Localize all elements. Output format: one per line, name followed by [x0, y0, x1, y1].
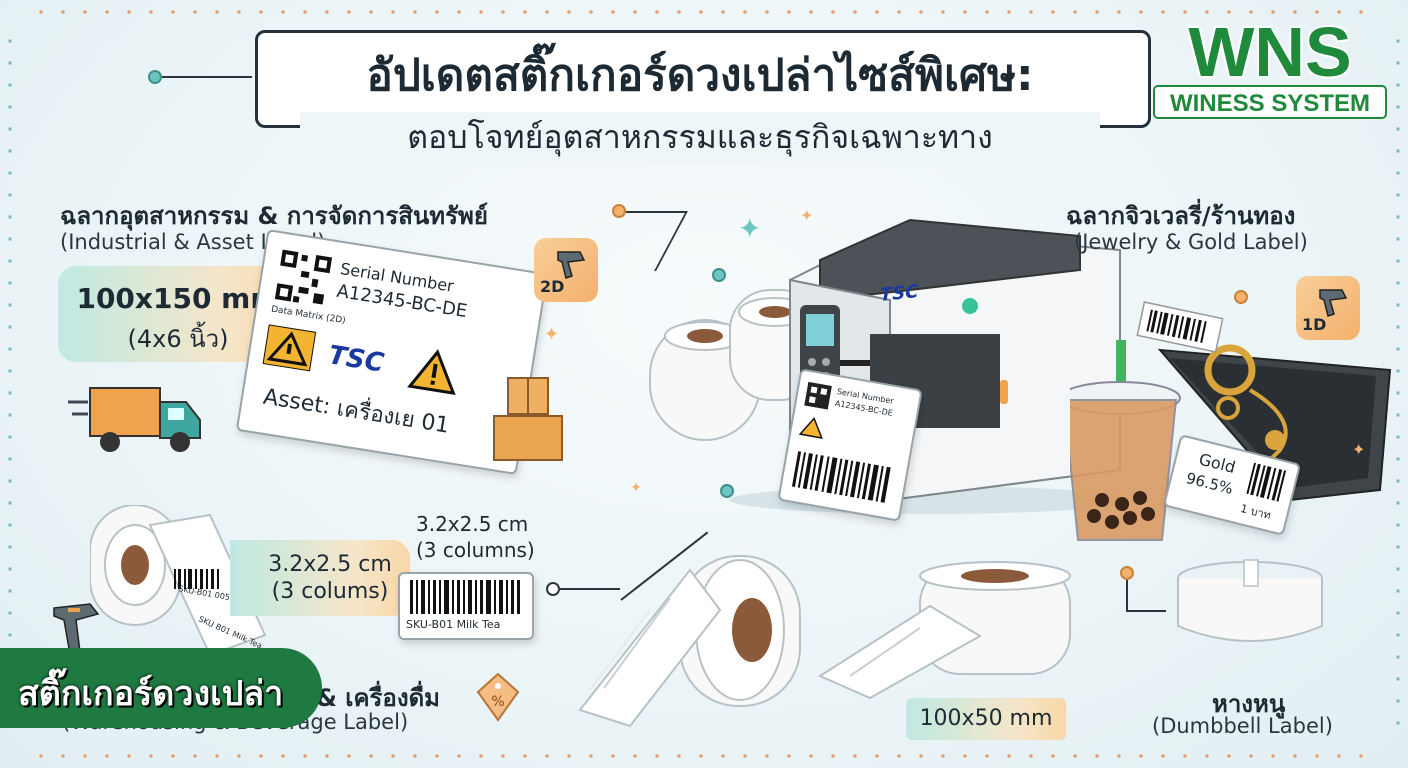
badge-2d-label: 2D: [540, 277, 565, 296]
printer-brand: TSC: [880, 280, 919, 307]
badge-1d: 1D: [1296, 276, 1360, 340]
callout-size-alt: (3 columns): [416, 538, 535, 562]
warehouse-title-th: & เครื่องดื่ม: [316, 684, 440, 712]
jewelry-title-en: (Jewelry & Gold Label): [1074, 230, 1308, 254]
dumbbell-title-en: (Dumbbell Label): [1152, 714, 1333, 738]
warehouse-size-pill: 3.2x2.5 cm (3 colums): [230, 540, 410, 616]
warehouse-size-alt: (3 colums): [271, 579, 389, 604]
industrial-size-alt: (4x6 นิ้ว): [127, 325, 229, 353]
page-subtitle: ตอบโจทย์อุตสาหกรรมและธุรกิจเฉพาะทาง: [300, 112, 1100, 163]
industrial-connector-h: [626, 211, 686, 213]
bottom-dotted-border: [30, 754, 1378, 758]
small-label-roll: [90, 505, 267, 657]
sku-barcode-icon: [410, 580, 520, 614]
logo-tagline: WINESS SYSTEM: [1170, 90, 1370, 117]
barcode-scanner-icon: [557, 251, 586, 279]
large-label-roll: [578, 555, 801, 728]
sku-label-text: SKU-B01 Milk Tea: [406, 618, 501, 631]
dumbbell-connector-v: [1126, 580, 1128, 610]
ticket-warning-icon: [798, 416, 823, 439]
price-tag-icon: %: [476, 672, 520, 722]
gold-tag-barcode-icon: [1246, 462, 1287, 502]
callout-size: 3.2x2.5 cm: [416, 512, 529, 536]
qr-code-icon: [272, 247, 335, 310]
right-dotted-border: [1396, 30, 1400, 738]
gold-price-tag: Gold 96.5% 1 บาท: [1162, 434, 1302, 536]
roll-100x50-pill: 100x50 mm: [906, 698, 1066, 740]
industrial-node-dot: [612, 204, 626, 218]
dumbbell-title-th: หางหนู: [1212, 690, 1286, 718]
card-brand: TSC: [326, 340, 386, 379]
sparkle-icon-small: ✦: [800, 206, 814, 225]
printer-node-dot: [712, 268, 726, 282]
jewelry-title-th: ฉลากจิวเวลรี่/ร้านทอง: [1066, 202, 1296, 230]
barcode-scanner-1d-icon: [1319, 289, 1348, 317]
card-matrix-caption: Data Matrix (2D): [270, 304, 347, 327]
center-node-dot: [720, 484, 734, 498]
ticket-barcode-icon: [791, 451, 891, 503]
top-dotted-border: [30, 10, 1378, 14]
printed-label-ticket: Serial Number A12345-BC-DE: [777, 368, 923, 522]
gold-tag-line3: 1 บาท: [1239, 501, 1273, 523]
wns-logo: WNS WINESS SYSTEM: [1150, 11, 1390, 124]
badge-2d: 2D: [534, 238, 598, 302]
sparkle-icon-tiny: ✦: [630, 480, 642, 496]
banner-text: สติ๊กเกอร์ดวงเปล่า: [18, 674, 284, 714]
jewelry-tray-and-drink: [1070, 301, 1392, 541]
industrial-label-card: Serial Number A12345-BC-DE Data Matrix (…: [235, 229, 549, 475]
delivery-truck-icon: [68, 387, 201, 452]
cardboard-boxes-icon: [493, 377, 563, 461]
title-connector-line: [162, 76, 252, 78]
sparkle-icon-orange: ✦: [544, 324, 560, 345]
sparkle-icon-right: ✦: [1352, 440, 1366, 459]
blank-sticker-banner: สติ๊กเกอร์ดวงเปล่า: [0, 648, 322, 728]
jewelry-node-dot: [1234, 290, 1248, 304]
left-dotted-border: [8, 30, 12, 738]
dumbbell-connector-h: [1126, 610, 1166, 612]
badge-1d-label: 1D: [1302, 315, 1327, 334]
warning-triangle-icon: [407, 349, 456, 395]
warehouse-size: 3.2x2.5 cm: [268, 552, 392, 577]
industrial-title-th: ฉลากอุตสาหกรรม & การจัดการสินทรัพย์: [60, 202, 488, 230]
logo-brand: WNS: [1188, 14, 1351, 91]
sku-label: SKU-B01 Milk Tea: [398, 572, 534, 640]
ticket-qr-icon: [804, 381, 832, 410]
svg-text:%: %: [491, 694, 504, 710]
dumbbell-wristband: [1177, 559, 1323, 642]
dumbbell-node-dot: [1120, 566, 1134, 580]
sku-node-dot: [546, 582, 560, 596]
warning-hazard-icon: [262, 324, 317, 372]
wns-logo-mark: WNS WINESS SYSTEM: [1153, 11, 1387, 119]
roll-100x50-size: 100x50 mm: [919, 706, 1053, 731]
page-title: อัปเดตสติ๊กเกอร์ดวงเปล่าไซส์พิเศษ:: [366, 50, 1034, 101]
sku-connector-h: [560, 588, 620, 590]
wide-label-roll: [817, 561, 1071, 700]
industrial-size: 100x150 mm: [76, 282, 280, 315]
title-node-dot: [148, 70, 162, 84]
sparkle-icon: ✦: [738, 212, 762, 245]
